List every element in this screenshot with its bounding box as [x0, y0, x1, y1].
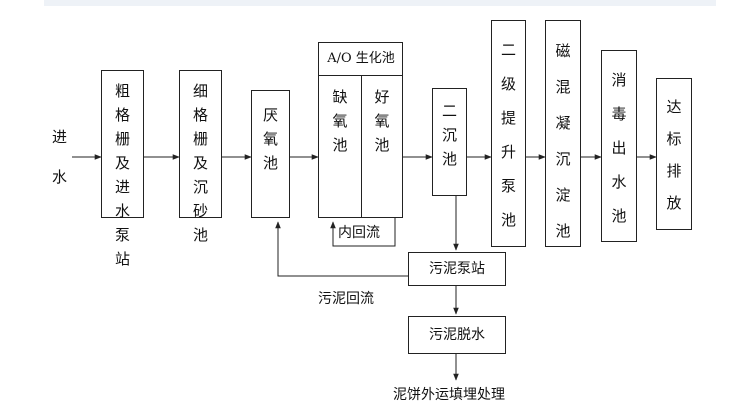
ao-title-divider — [319, 75, 402, 76]
internal-reflux-label: 内回流 — [338, 222, 380, 242]
lift-pump-label: 二级提升泵池 — [501, 41, 517, 229]
ao-tank-title: A/O 生化池 — [327, 51, 395, 66]
sludge-dewater-label: 污泥脱水 — [429, 327, 485, 343]
sludge-pump-box: 污泥泵站 — [408, 252, 506, 286]
magnetic-coag-label: 磁混凝沉淀池 — [555, 42, 571, 240]
magnetic-coag-box: 磁混凝沉淀池 — [545, 20, 581, 247]
inlet-label-1: 进 — [52, 128, 68, 146]
cake-disposal-label: 泥饼外运填埋处理 — [393, 387, 505, 403]
disinfection-box: 消毒出水池 — [601, 50, 637, 242]
secondary-clarifier-box: 二沉池 — [432, 88, 467, 196]
aerobic-zone-label: 好氧池 — [374, 88, 390, 154]
coarse-screen-box: 粗格栅及进水泵站 — [101, 70, 144, 268]
sludge-return-line — [275, 221, 408, 277]
anaerobic-tank-label: 厌氧池 — [263, 106, 279, 172]
fine-screen-label: 细格栅及沉砂池 — [192, 82, 208, 244]
internal-reflux-line — [330, 216, 396, 247]
ao-middle-divider — [361, 75, 362, 217]
sludge-pump-label: 污泥泵站 — [429, 261, 485, 277]
fine-screen-box: 细格栅及沉砂池 — [179, 70, 222, 244]
coarse-screen-label: 粗格栅及进水泵站 — [114, 82, 130, 268]
ao-bio-tank-box: A/O 生化池 缺氧池 好氧池 — [318, 42, 403, 218]
discharge-box: 达标排放 — [656, 78, 692, 230]
anaerobic-tank-box: 厌氧池 — [251, 90, 290, 218]
sludge-dewater-box: 污泥脱水 — [408, 316, 506, 354]
top-strip — [44, 0, 716, 6]
sludge-return-label: 污泥回流 — [318, 291, 374, 307]
inlet-label-2: 水 — [52, 168, 68, 186]
disinfection-label: 消毒出水池 — [611, 71, 627, 225]
discharge-label: 达标排放 — [666, 98, 682, 212]
anoxic-zone-label: 缺氧池 — [332, 88, 348, 154]
secondary-clarifier-label: 二沉池 — [442, 102, 458, 168]
lift-pump-box: 二级提升泵池 — [491, 20, 526, 247]
